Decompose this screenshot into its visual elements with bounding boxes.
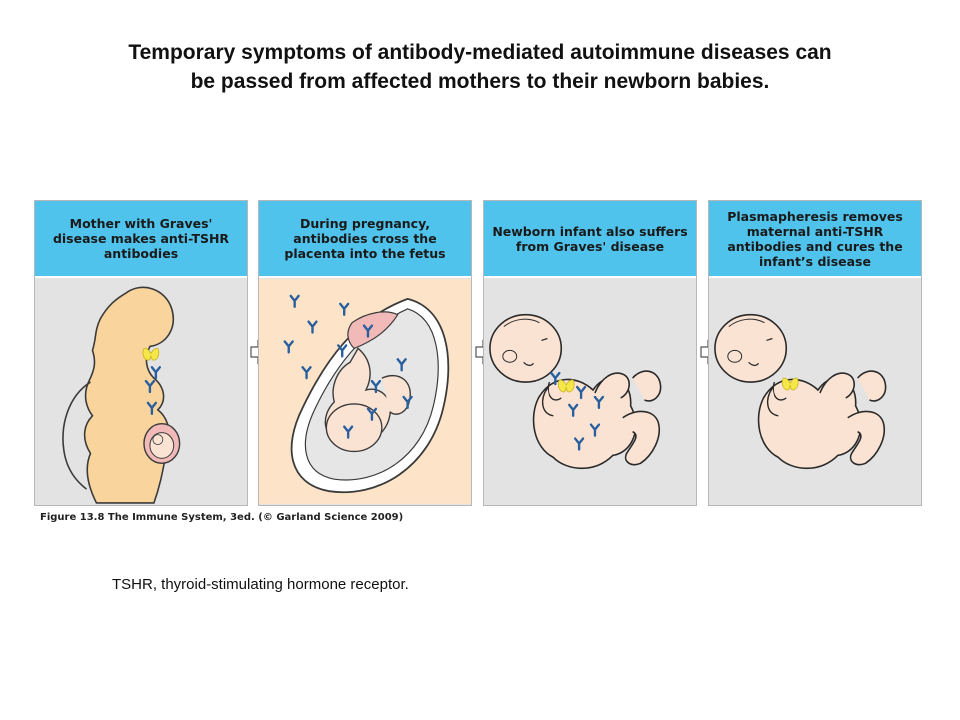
- figure-caption: Figure 13.8 The Immune System, 3ed. (© G…: [40, 512, 404, 523]
- panel-pregnancy: During pregnancy, antibodies cross the p…: [258, 200, 472, 506]
- newborn-illustration: [489, 313, 662, 470]
- footnote: TSHR, thyroid-stimulating hormone recept…: [112, 576, 409, 593]
- thyroid-icon: [142, 347, 160, 361]
- mother-body-shape: [83, 286, 174, 504]
- cured-infant-illustration: [714, 313, 887, 470]
- figure: Mother with Graves' disease makes anti-T…: [34, 196, 954, 530]
- slide-title: Temporary symptoms of antibody-mediated …: [128, 41, 832, 93]
- panel-newborn: Newborn infant also suffers from Graves'…: [483, 200, 697, 506]
- infant: [714, 313, 887, 470]
- panel-mother: Mother with Graves' disease makes anti-T…: [34, 200, 248, 506]
- mother-illustration: [62, 286, 181, 504]
- panel-header: During pregnancy, antibodies cross the p…: [259, 201, 471, 278]
- panel-header: Newborn infant also suffers from Graves'…: [484, 201, 696, 278]
- panel-header: Plasmapheresis removes maternal anti-TSH…: [709, 201, 921, 278]
- pregnancy-illustration: [259, 279, 471, 504]
- panel-plasmapheresis: Plasmapheresis removes maternal anti-TSH…: [708, 200, 922, 506]
- placenta: [347, 311, 399, 350]
- panel-header: Mother with Graves' disease makes anti-T…: [35, 201, 247, 278]
- infant: [489, 313, 662, 470]
